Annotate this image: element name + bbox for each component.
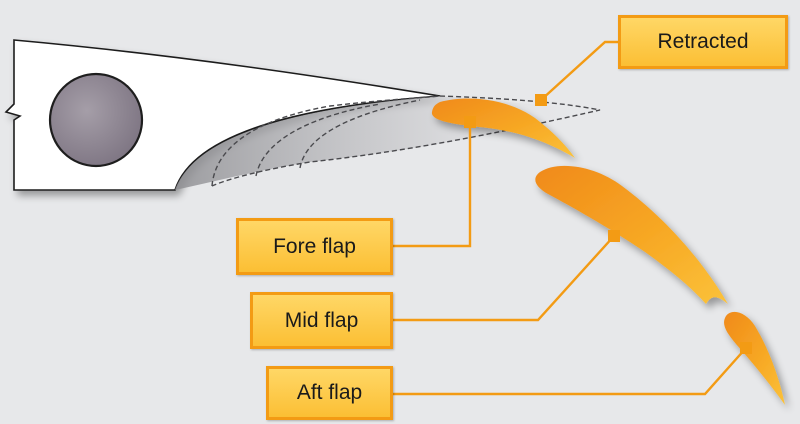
fore-flap xyxy=(431,98,575,158)
retracted-anchor xyxy=(535,94,547,106)
retracted-leader-line xyxy=(540,40,620,101)
spar-circle xyxy=(48,72,144,168)
aft-flap-anchor xyxy=(740,342,752,354)
aft-flap-label: Aft flap xyxy=(266,366,393,420)
retracted-flap-outline xyxy=(211,95,601,187)
mid-flap-anchor xyxy=(608,230,620,242)
anchor-markers xyxy=(464,94,752,354)
mid-flap-leader-line xyxy=(392,235,615,322)
fore-flap-anchor xyxy=(464,116,476,128)
retracted-label: Retracted xyxy=(618,15,788,69)
mid-flap xyxy=(535,165,728,304)
fore-flap-label: Fore flap xyxy=(236,218,393,275)
leader-lines xyxy=(392,40,747,396)
aft-flap xyxy=(724,311,785,405)
mid-flap-label: Mid flap xyxy=(250,292,393,349)
aft-flap-leader-line xyxy=(392,347,747,396)
fore-flap-leader-line xyxy=(392,122,472,248)
